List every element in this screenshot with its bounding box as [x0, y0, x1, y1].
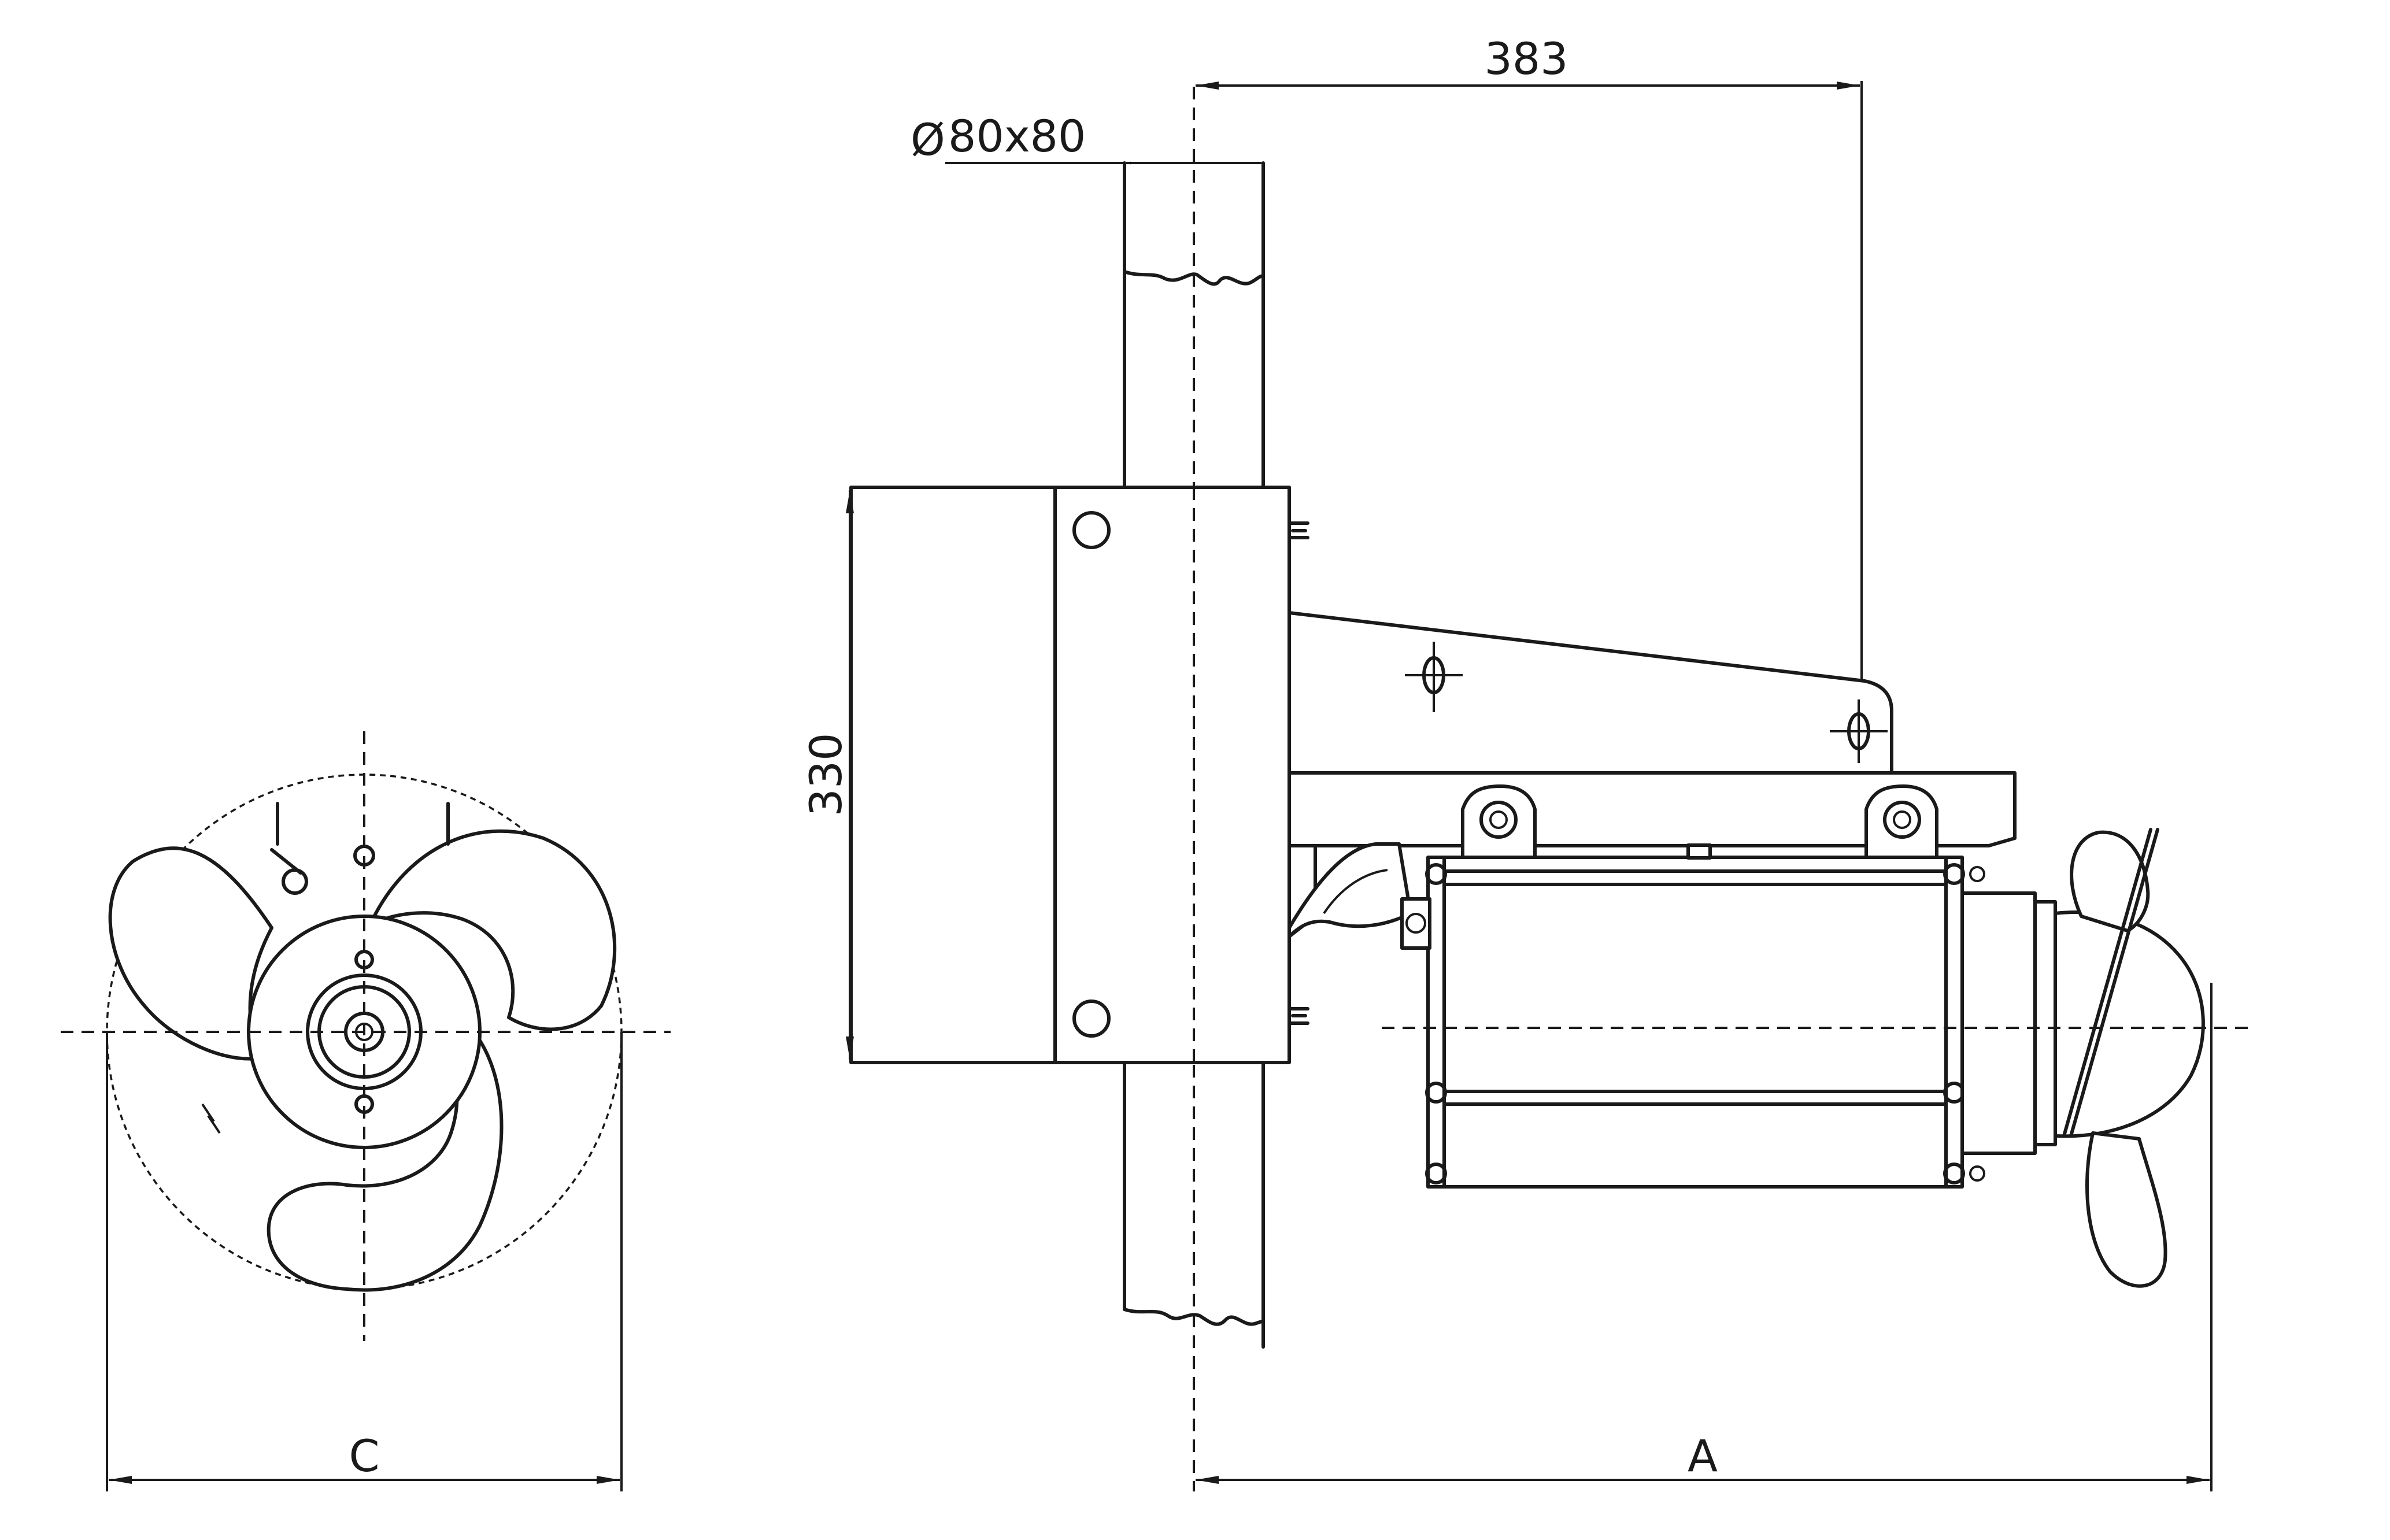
propeller-front-view: C [61, 731, 671, 1491]
dim-tube-symbol: Ø [911, 114, 945, 165]
dim-330-label: 330 [800, 732, 852, 816]
dim-383-label: 383 [1484, 33, 1568, 84]
cable-gland [1288, 842, 1412, 938]
carriage-stud-bottom [1288, 1007, 1309, 1025]
propeller-blade-edge [2062, 828, 2152, 1138]
bracket-arm [1288, 611, 1893, 776]
bracket-slot-1 [1405, 642, 1463, 712]
bracket-bolt [282, 868, 308, 895]
guide-tube-break-top [1123, 270, 1265, 286]
dim-tube-label: 80x80 [948, 110, 1086, 162]
propeller-blade-upper-right [368, 829, 617, 1031]
gearbox-housing [1960, 891, 2037, 1155]
guide-tube-upper [1123, 161, 1265, 487]
guide-tube-break-bottom [1123, 1308, 1265, 1326]
carriage-block [849, 486, 1291, 1064]
carriage-hole-top [1072, 511, 1111, 549]
guide-tube-lower [1123, 1062, 1265, 1349]
propeller-blade-side-bottom [2085, 1131, 2167, 1288]
bracket-slot-2 [1830, 699, 1888, 763]
propeller-blade-bottom [267, 1039, 504, 1292]
carriage-hole-bottom [1072, 999, 1111, 1038]
mixer-side-view: 330 Ø 80x80 383 [800, 33, 2255, 1491]
bracket-stub-lower [201, 1103, 221, 1134]
gearbox-ring [2033, 900, 2057, 1146]
motor-body [1442, 856, 1948, 1189]
cable-entry-bolt [1405, 913, 1426, 934]
dim-a-label: A [1688, 1430, 1718, 1482]
bracket-stub-left [270, 802, 302, 875]
motor-top-nipple [1686, 843, 1712, 860]
propeller-blade-edge-2 [2069, 828, 2159, 1138]
carriage-stud-top [1288, 521, 1309, 539]
motor-flange-left [1426, 856, 1446, 1189]
cable-gland-inner [1323, 869, 1388, 915]
motor-flange-right [1944, 856, 1964, 1189]
dim-c-label: C [349, 1430, 379, 1482]
propeller-hub-side [2054, 910, 2205, 1138]
